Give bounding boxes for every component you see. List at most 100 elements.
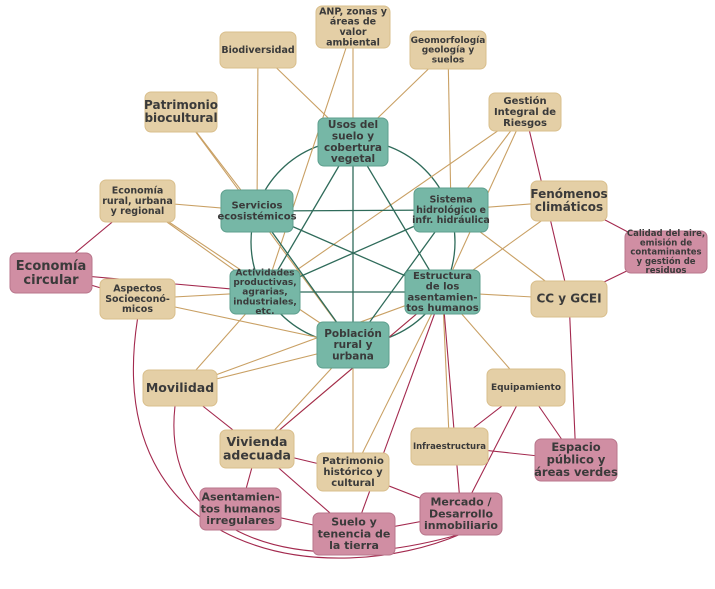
- node-label-line: cultural: [331, 478, 374, 489]
- node-label-line: Espacio: [551, 440, 600, 454]
- node-label-line: Mercado /: [430, 495, 492, 508]
- node-label-line: Suelo y: [331, 515, 377, 528]
- node-calidad-aire: Calidad del aire,emisión decontaminantes…: [624, 229, 708, 276]
- node-label-line: Movilidad: [146, 380, 214, 395]
- pink-edge-estructura-vivienda: [256, 291, 443, 450]
- node-label-line: asentamien-: [407, 292, 477, 303]
- node-label-line: micos: [122, 304, 153, 315]
- pink-curve-aspectos-mercado: [132, 318, 462, 559]
- node-box: [312, 512, 396, 556]
- node-box: [315, 5, 391, 49]
- node-label-line: cobertura: [324, 142, 382, 154]
- node-label-line: ambiental: [326, 37, 380, 48]
- node-label-line: Gestión: [503, 95, 546, 107]
- node-box: [99, 278, 176, 320]
- node-label-line: Servicios: [231, 201, 282, 212]
- node-box: [219, 31, 297, 69]
- node-box: [488, 92, 562, 132]
- node-box: [534, 438, 618, 482]
- tan-edge-anp-actividades: [264, 26, 354, 293]
- node-box: [220, 189, 294, 233]
- pink-curve-movilidad-mercado: [173, 405, 462, 553]
- node-label-line: emisión de: [640, 237, 692, 248]
- node-label-line: áreas verdes: [534, 465, 618, 479]
- node-label-line: Equipamiento: [491, 383, 561, 393]
- node-label-line: Patrimonio: [144, 98, 218, 112]
- node-ccgcei: CC y GCEI: [530, 280, 608, 318]
- node-label-line: vegetal: [331, 153, 375, 165]
- node-label-line: tenencia de: [318, 527, 391, 540]
- tan-edge-patrimonio_hist-estructura: [352, 291, 443, 473]
- tan-edge-gestion-actividades: [264, 111, 526, 293]
- node-label-line: áreas de: [330, 17, 376, 28]
- node-label-line: infr. hidráulica: [412, 215, 490, 226]
- node-label-line: Población: [324, 328, 382, 340]
- node-box: [419, 492, 503, 536]
- node-label-line: productivas,: [233, 278, 296, 288]
- node-label-line: público y: [547, 452, 606, 466]
- node-label-line: Economía: [16, 259, 86, 274]
- node-label-line: Vivienda: [227, 434, 288, 449]
- node-label-line: Economía: [112, 186, 164, 197]
- node-label-line: agrarias,: [242, 288, 287, 298]
- node-box: [404, 269, 481, 315]
- node-label-line: Asentamien-: [201, 490, 279, 503]
- node-label-line: irregulares: [206, 514, 275, 527]
- node-box: [530, 180, 608, 222]
- core-edge-usos-estructura: [352, 141, 444, 293]
- node-label-line: tos humanos: [201, 502, 281, 515]
- node-label-line: Patrimonio: [322, 456, 384, 467]
- node-box: [99, 179, 176, 223]
- node-label-line: y gestión de: [636, 256, 695, 267]
- node-box: [317, 117, 389, 167]
- node-label-line: Sistema: [429, 195, 472, 206]
- node-label-line: Infraestructura: [413, 442, 486, 452]
- node-label-line: ANP, zonas y: [319, 6, 388, 17]
- pink-edge-estructura-mercado: [441, 291, 462, 515]
- tan-edge-geomorfologia-sistema: [447, 49, 452, 211]
- node-label-line: Integral de: [494, 107, 556, 118]
- node-label-line: rural y: [333, 339, 372, 351]
- core-edge-usos-actividades: [264, 141, 354, 293]
- node-box: [144, 91, 218, 133]
- node-box: [316, 321, 390, 369]
- node-label-line: adecuada: [223, 448, 291, 463]
- node-label-line: de los: [426, 282, 460, 293]
- node-label-line: circular: [23, 273, 79, 288]
- node-label-line: Aspectos: [113, 284, 162, 295]
- node-label-line: residuos: [646, 266, 687, 276]
- tan-edge-infraestructura-estructura: [441, 291, 451, 447]
- tan-edge-biodiversidad-servicios: [256, 49, 259, 212]
- node-label-line: contaminantes: [630, 248, 701, 258]
- node-label-line: Riesgos: [503, 118, 547, 129]
- node-label-line: la tierra: [329, 539, 379, 552]
- node-box: [316, 452, 390, 492]
- node-box: [199, 487, 282, 531]
- node-label-line: Geomorfología: [411, 36, 486, 46]
- node-label-line: inmobiliario: [424, 519, 498, 532]
- node-box: [219, 429, 295, 469]
- node-label-line: Biodiversidad: [221, 45, 294, 56]
- node-box: [413, 187, 489, 233]
- node-box: [624, 230, 708, 274]
- node-label-line: suelo y: [332, 131, 374, 143]
